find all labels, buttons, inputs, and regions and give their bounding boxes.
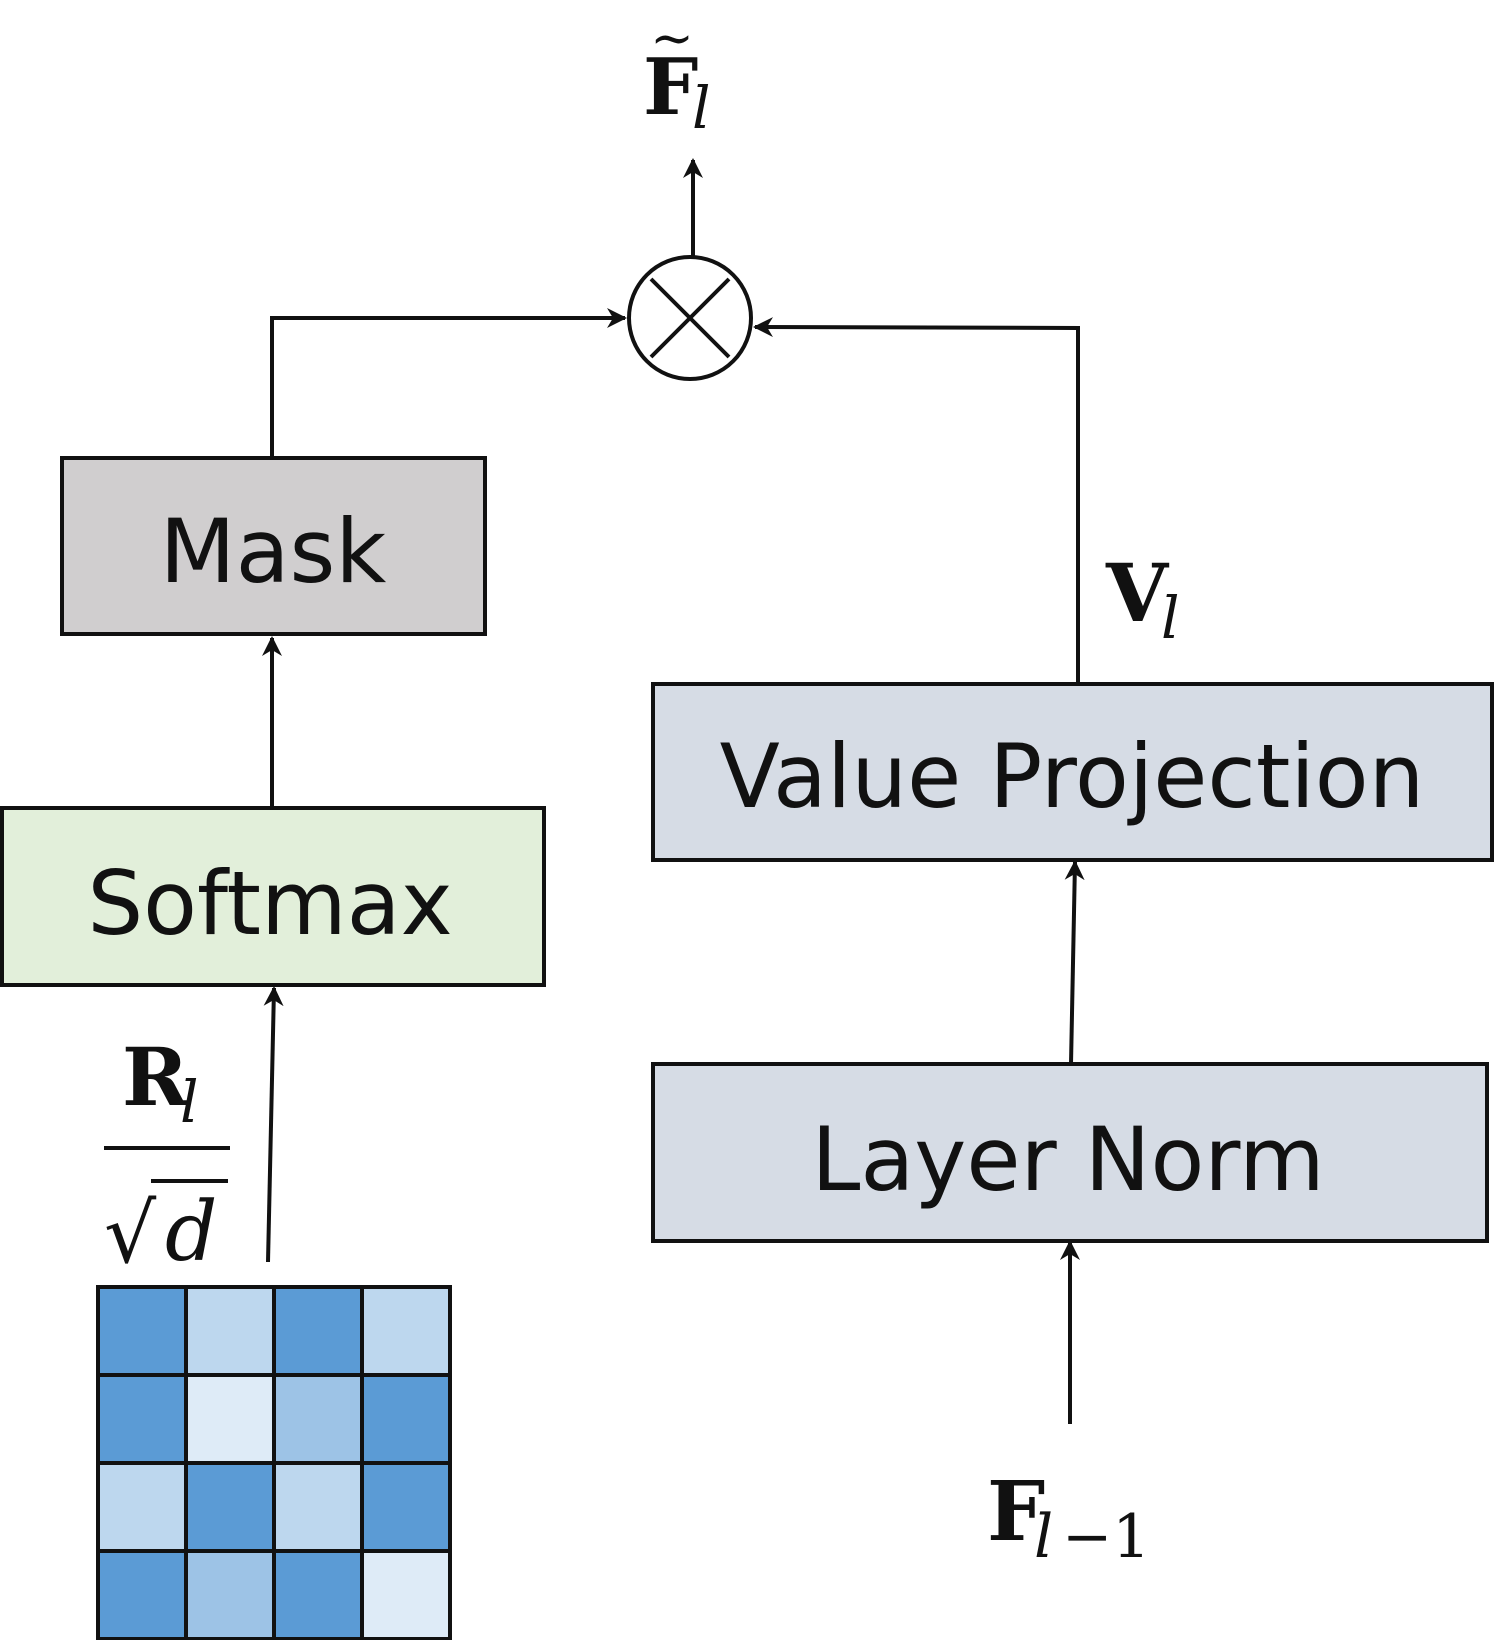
layer-norm-box-label: Layer Norm: [811, 1108, 1324, 1211]
multiply-icon: [649, 277, 731, 359]
matrix-cell: [360, 1285, 452, 1377]
matrix-cell: [184, 1461, 276, 1553]
mask-box: Mask: [60, 456, 487, 636]
arrow-scores-to-softmax: [263, 986, 284, 1263]
value-projection-box: Value Projection: [651, 682, 1494, 862]
mask-box-rect: [60, 456, 487, 636]
input-symbol: F l −1: [987, 1464, 1150, 1572]
matrix-cell: [272, 1461, 364, 1553]
softmax-box: Softmax: [0, 806, 546, 987]
radical-sign: √: [104, 1187, 157, 1282]
scaled-scores-numerator-subscript: l: [180, 1068, 199, 1136]
matrix-cell: [360, 1549, 452, 1640]
matrix-cell: [360, 1373, 452, 1465]
output-symbol-accent: ~: [650, 9, 694, 69]
score-matrix: [96, 1285, 452, 1640]
scaled-scores-fraction: R l √ d: [104, 1030, 230, 1282]
matrix-cell: [96, 1373, 188, 1465]
layer-norm-box-rect: [651, 1062, 1489, 1243]
value-projection-box-rect: [651, 682, 1494, 862]
scaled-scores-denominator: d: [165, 1185, 218, 1280]
arrow-layernorm-to-valueprojection: [1064, 860, 1085, 1065]
input-symbol-subscript-suffix: −1: [1062, 1502, 1150, 1572]
matrix-cell: [272, 1549, 364, 1640]
scaled-scores-numerator-base: R: [122, 1030, 189, 1124]
multiply-operator: [627, 255, 753, 381]
softmax-box-label: Softmax: [87, 852, 452, 955]
matrix-cell: [96, 1285, 188, 1377]
input-symbol-base: F: [987, 1464, 1045, 1560]
value-symbol-base: V: [1105, 546, 1170, 640]
arrow-mask-to-multiply: [270, 308, 627, 458]
value-symbol: V l: [1105, 546, 1180, 652]
output-symbol: ~ F l: [643, 9, 711, 142]
output-symbol-base: F: [643, 42, 698, 133]
output-symbol-subscript: l: [692, 74, 711, 142]
matrix-cell: [360, 1461, 452, 1553]
matrix-cell: [184, 1373, 276, 1465]
softmax-box-rect: [0, 806, 546, 987]
matrix-cell: [184, 1549, 276, 1640]
value-symbol-subscript: l: [1161, 584, 1180, 652]
input-symbol-subscript: l: [1034, 1502, 1053, 1572]
matrix-cell: [272, 1285, 364, 1377]
mask-box-label: Mask: [160, 500, 387, 603]
connectors: [262, 158, 1085, 1424]
matrix-cell: [272, 1373, 364, 1465]
arrow-value-to-multiply: [753, 317, 1080, 684]
value-projection-box-label: Value Projection: [720, 725, 1425, 828]
matrix-cell: [184, 1285, 276, 1377]
matrix-cell: [96, 1549, 188, 1640]
matrix-cell: [96, 1461, 188, 1553]
layer-norm-box: Layer Norm: [651, 1062, 1489, 1243]
